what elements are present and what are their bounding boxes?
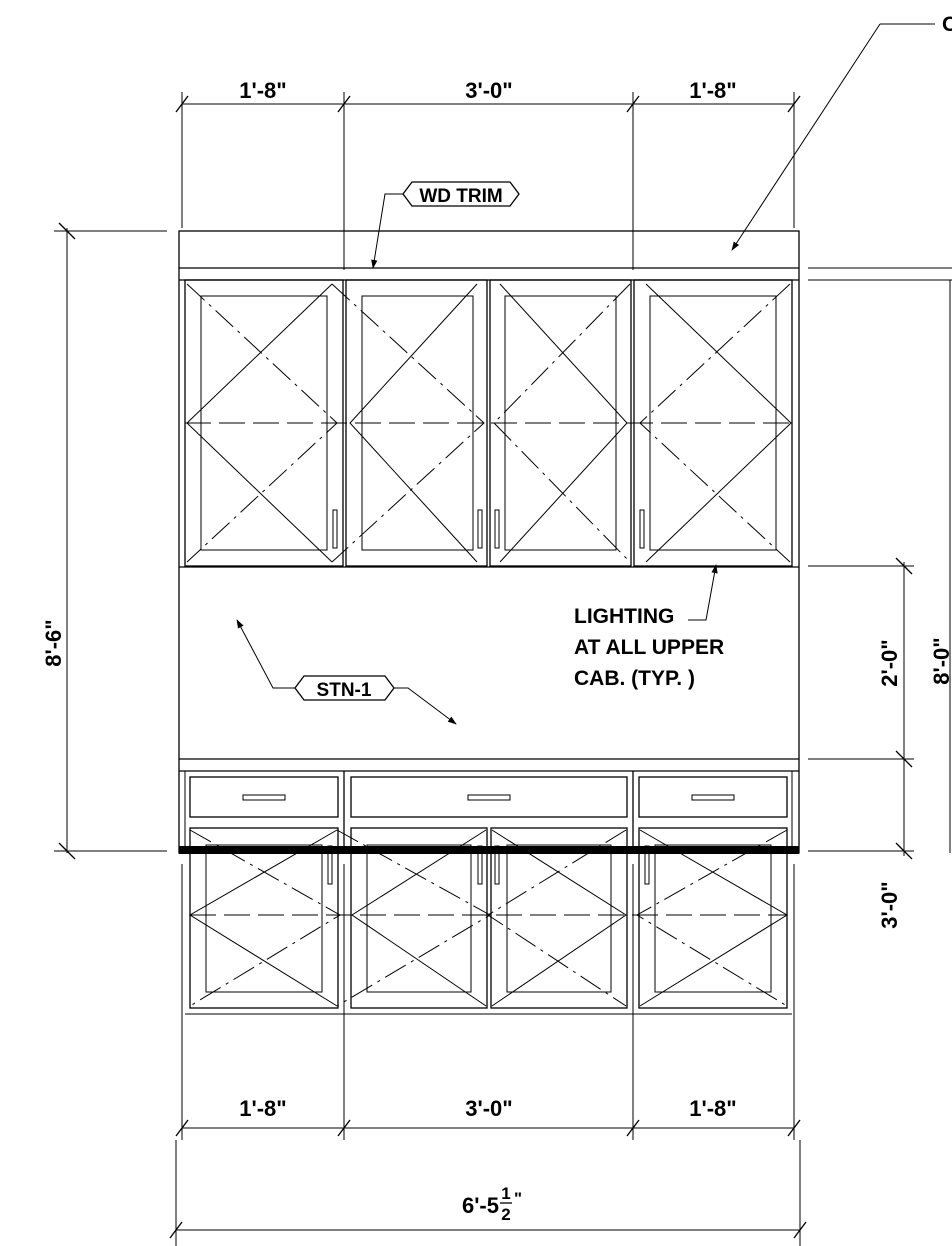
crown-callout: C	[731, 13, 952, 251]
lighting-note-line-3: CAB. (TYP. )	[574, 667, 695, 690]
lighting-note-line-1: LIGHTING	[574, 605, 674, 628]
upper-door-handle	[477, 509, 483, 549]
base-door-handle	[494, 845, 500, 885]
drawer-pull	[242, 794, 286, 801]
top-dimension-string: 1'-8" 3'-0" 1'-8"	[175, 78, 801, 270]
overall-width-unit: "	[514, 1189, 522, 1208]
upper-door-handle	[639, 509, 645, 549]
upper-door-handle	[494, 509, 500, 549]
cabinet-outline	[178, 230, 800, 854]
right-edge-height-label: 8'-0"	[929, 637, 952, 684]
bottom-dim-right: 1'-8"	[689, 1096, 736, 1121]
base-height-label: 3'-0"	[877, 881, 902, 928]
crown-label-fragment: C	[942, 13, 952, 36]
drawer-pull	[467, 794, 511, 801]
wd-trim-callout: WD TRIM	[371, 181, 520, 269]
base-door-handle	[477, 845, 483, 885]
top-dim-left: 1'-8"	[239, 78, 286, 103]
bottom-dimension-string: 1'-8" 3'-0" 1'-8"	[175, 864, 801, 1140]
base-door-handle	[327, 845, 333, 885]
upper-door-handle	[332, 509, 338, 549]
top-dim-right: 1'-8"	[689, 78, 736, 103]
stn-label: STN-1	[317, 680, 372, 701]
overall-width-whole: 6'-5	[462, 1193, 499, 1218]
drawer-pull	[691, 794, 735, 801]
wd-trim-label: WD TRIM	[419, 186, 502, 207]
base-plinth	[179, 846, 799, 854]
overall-width-dimension: 6'-5 1 2 "	[169, 1140, 807, 1246]
top-dim-center: 3'-0"	[465, 78, 512, 103]
stn-callout: STN-1	[236, 619, 457, 725]
overall-height-label: 8'-6"	[41, 619, 66, 666]
upper-gap-label: 2'-0"	[877, 639, 902, 686]
upper-cabinet	[184, 279, 793, 567]
lighting-callout: LIGHTING AT ALL UPPER CAB. (TYP. )	[574, 564, 724, 690]
lighting-note-line-2: AT ALL UPPER	[574, 636, 724, 659]
right-height-dimensions: 2'-0" 3'-0" 8'-0"	[808, 267, 952, 929]
bottom-dim-center: 3'-0"	[465, 1096, 512, 1121]
overall-width-numerator: 1	[501, 1184, 510, 1203]
left-height-dimension: 8'-6"	[41, 222, 167, 860]
base-cabinet	[184, 771, 793, 1015]
base-door-handle	[644, 845, 650, 885]
bottom-dim-left: 1'-8"	[239, 1096, 286, 1121]
overall-width-denominator: 2	[501, 1205, 510, 1224]
